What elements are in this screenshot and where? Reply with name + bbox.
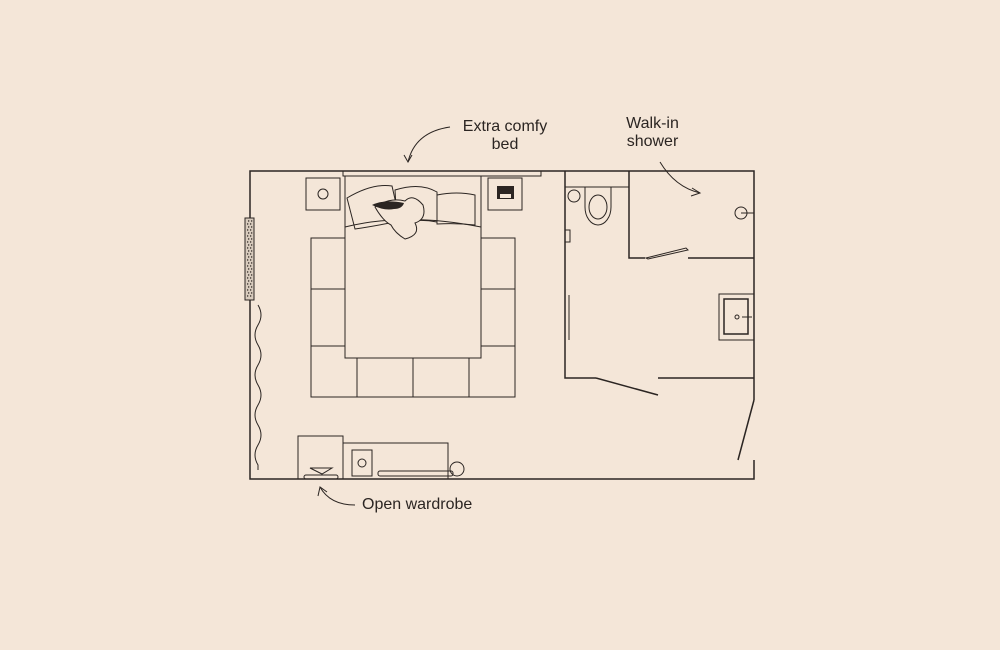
window-dot — [246, 295, 249, 297]
outer-walls — [249, 170, 755, 480]
floor-lamp-icon — [449, 461, 465, 477]
window — [244, 217, 255, 301]
window-dot — [247, 220, 250, 222]
window-dot — [247, 286, 250, 288]
window-dot — [246, 253, 249, 255]
label-line: bed — [491, 136, 519, 153]
label-line: shower — [626, 133, 679, 150]
window-dot — [250, 232, 253, 234]
window-dot — [249, 271, 252, 273]
bed — [342, 170, 542, 359]
window-dot — [250, 262, 253, 264]
window-dot — [249, 253, 252, 255]
window-dot — [246, 223, 249, 225]
window-dot — [246, 235, 249, 237]
window-dot — [249, 223, 252, 225]
window-dot — [249, 277, 252, 279]
window-dot — [249, 229, 252, 231]
desk — [342, 442, 465, 480]
window-dot — [249, 289, 252, 291]
window-dot — [247, 232, 250, 234]
window-dot — [247, 274, 250, 276]
window-dot — [246, 247, 249, 249]
window-dot — [247, 262, 250, 264]
arrow-bed — [407, 126, 451, 163]
headboard — [342, 170, 542, 177]
curtain — [254, 304, 262, 470]
window-dot — [249, 259, 252, 261]
nightstand-right — [487, 177, 523, 211]
nightstand-left — [305, 177, 341, 211]
window-dot — [246, 241, 249, 243]
phone-icon — [351, 449, 373, 477]
window-dot — [250, 286, 253, 288]
shelf — [377, 470, 454, 477]
window-dot — [246, 265, 249, 267]
window-dot — [250, 226, 253, 228]
label-line: Extra comfy — [462, 118, 548, 135]
hanger — [309, 467, 334, 475]
window-dots — [246, 220, 253, 297]
hair — [372, 201, 404, 210]
walk-in-shower — [628, 171, 754, 260]
window-dot — [249, 235, 252, 237]
shower-glass — [644, 247, 689, 260]
sink — [718, 293, 755, 341]
wardrobe — [297, 435, 344, 480]
towel-hook — [564, 229, 571, 243]
toilet-brush — [567, 189, 581, 203]
label-open-wardrobe: Open wardrobe — [362, 496, 473, 513]
window-dot — [249, 295, 252, 297]
label-walk-in-shower: Walk-in shower — [605, 115, 700, 151]
window-dot — [246, 277, 249, 279]
window-dot — [247, 256, 250, 258]
window-dot — [247, 226, 250, 228]
window-dot — [250, 280, 253, 282]
window-dot — [246, 283, 249, 285]
window-dot — [246, 259, 249, 261]
window-dot — [247, 280, 250, 282]
entrance-door — [737, 399, 755, 461]
window-dot — [249, 241, 252, 243]
pillow — [436, 192, 476, 226]
window-dot — [250, 220, 253, 222]
lamp-icon — [317, 188, 329, 200]
window-dot — [250, 268, 253, 270]
window-dot — [250, 274, 253, 276]
window-dot — [247, 250, 250, 252]
bathroom — [564, 171, 754, 396]
window-dot — [249, 247, 252, 249]
window-dot — [249, 283, 252, 285]
toilet-icon — [584, 187, 612, 226]
label-line: Walk-in — [626, 115, 679, 132]
window-dot — [250, 238, 253, 240]
window-dot — [246, 289, 249, 291]
window-dot — [247, 238, 250, 240]
bathroom-door — [595, 377, 659, 396]
window-dot — [247, 292, 250, 294]
arrow-wardrobe — [319, 486, 356, 506]
window-dot — [249, 265, 252, 267]
window-dot — [247, 244, 250, 246]
window-dot — [250, 292, 253, 294]
window-dot — [246, 229, 249, 231]
window-dot — [250, 256, 253, 258]
window-dot — [246, 271, 249, 273]
label-extra-comfy-bed: Extra comfy bed — [450, 118, 560, 154]
window-dot — [247, 268, 250, 270]
arrow-shower — [659, 161, 701, 194]
annotation-arrows — [317, 126, 702, 506]
window-dot — [250, 250, 253, 252]
window-dot — [250, 244, 253, 246]
